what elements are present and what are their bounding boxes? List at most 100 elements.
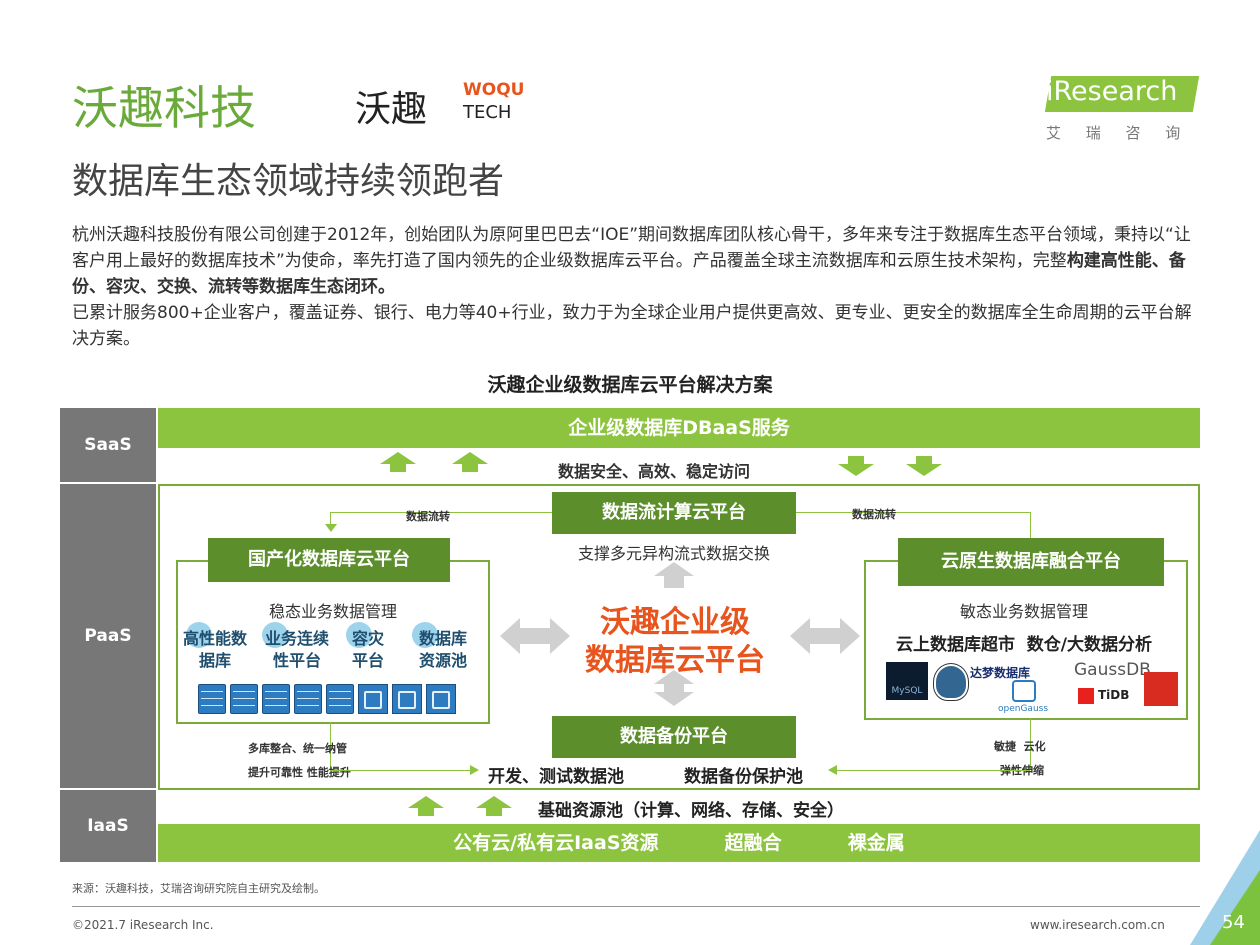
iresearch-logo: iResearch 艾 瑞 咨 询	[1040, 68, 1200, 148]
server-icon	[392, 684, 422, 714]
dbaas-bar: 企业级数据库DBaaS服务	[158, 408, 1200, 448]
copyright: ©2021.7 iResearch Inc.	[72, 918, 214, 932]
stream-platform-box: 数据流计算云平台	[552, 492, 796, 534]
backup-pool: 数据备份保护池	[684, 767, 803, 787]
iaas-up-arrow-1	[408, 796, 444, 816]
feature-dr: 容灾平台	[340, 628, 396, 672]
flow-arrow-left	[325, 524, 337, 532]
page-corner	[1190, 830, 1260, 945]
opengauss-icon	[1012, 680, 1036, 702]
server-icon	[426, 684, 456, 714]
flow-line-left-down	[330, 512, 331, 526]
feature-pool: 数据库资源池	[404, 628, 482, 672]
feature-hp-db-l1: 高性能数	[182, 629, 247, 648]
left-note-2: 提升可靠性 性能提升	[248, 766, 351, 779]
diagram-title: 沃趣企业级数据库云平台解决方案	[487, 374, 773, 396]
center-title: 沃趣企业级 数据库云平台	[560, 604, 790, 680]
gaussdb-logo: GaussDB	[1074, 660, 1151, 680]
database-icon	[198, 684, 226, 714]
feature-hp-db: 高性能数据库	[176, 628, 254, 672]
domestic-platform-box: 国产化数据库云平台	[208, 538, 450, 582]
database-icon	[230, 684, 258, 714]
woqu-logo: 沃趣 WOQU TECH	[355, 80, 555, 130]
mysql-logo: MySQL	[886, 662, 928, 700]
infra-text: 基础资源池（计算、网络、存储、安全）	[538, 801, 844, 821]
access-text: 数据安全、高效、稳定访问	[558, 462, 751, 481]
bubble-1	[186, 622, 212, 648]
intro-p2: 已累计服务800+企业客户，覆盖证券、银行、电力等40+行业，致力于为全球企业用…	[72, 303, 1192, 349]
iaas-up-arrow-2	[476, 796, 512, 816]
stream-desc: 支撑多元异构流式数据交换	[577, 544, 770, 563]
logo-en-tech: TECH	[463, 102, 512, 123]
dameng-logo: 达梦数据库	[970, 666, 1031, 680]
iresearch-name: iResearch	[1046, 76, 1178, 107]
source-note: 来源：沃趣科技，艾瑞咨询研究院自主研究及绘制。	[72, 882, 325, 895]
center-title-l1: 沃趣企业级	[600, 605, 750, 640]
backup-platform-box: 数据备份平台	[552, 716, 796, 758]
feature-continuity: 业务连续性平台	[256, 628, 338, 672]
intro-p1-bold: 构建高性能、备份、容灾、交换、流转等数据库生态闭环。	[72, 251, 1186, 297]
database-icon	[326, 684, 354, 714]
server-icon	[358, 684, 388, 714]
intro-p1: 杭州沃趣科技股份有限公司创建于2012年，创始团队为原阿里巴巴去“IOE”期间数…	[72, 225, 1191, 271]
center-arrows	[500, 562, 860, 706]
left-arrowhead	[470, 765, 479, 775]
grey-arrow-bottom-up	[654, 670, 694, 690]
database-icon	[262, 684, 290, 714]
up-arrow-1	[380, 452, 416, 472]
corner-dark	[1210, 870, 1260, 945]
tidb-logo: TiDB	[1098, 688, 1130, 702]
iresearch-cn: 艾 瑞 咨 询	[1046, 124, 1191, 142]
dev-pool: 开发、测试数据池	[488, 767, 624, 787]
grey-arrow-right-l	[536, 618, 570, 654]
grey-arrow-bottom-down	[654, 690, 694, 706]
up-arrow-2	[452, 452, 488, 472]
db-icon-row	[198, 684, 456, 714]
grey-arrow-up	[654, 562, 694, 588]
flow-line-right-down	[1030, 512, 1031, 538]
flow-label-left: 数据流转	[406, 510, 450, 523]
bubble-2	[262, 622, 288, 648]
database-icon	[294, 684, 322, 714]
feature-pool-l1: 数据库	[418, 629, 467, 648]
domestic-desc: 稳态业务数据管理	[268, 602, 397, 621]
opengauss-logo: openGauss	[998, 704, 1049, 714]
iaas-label: IaaS	[60, 790, 156, 862]
page-subtitle: 数据库生态领域持续领跑者	[72, 161, 505, 202]
paas-label: PaaS	[60, 484, 156, 788]
paas-frame	[158, 484, 1200, 790]
left-hline	[330, 770, 472, 771]
left-note-1: 多库整合、统一纳管	[248, 742, 347, 755]
grey-arrow-left-r	[790, 618, 824, 654]
feature-dr-l1: 容灾	[351, 629, 384, 648]
grey-arrow-right	[824, 618, 860, 654]
right-arrowhead	[828, 765, 837, 775]
feature-continuity-l1: 业务连续	[264, 629, 329, 648]
grey-arrow-left	[500, 618, 536, 654]
intro-text: 杭州沃趣科技股份有限公司创建于2012年，创始团队为原阿里巴巴去“IOE”期间数…	[72, 222, 1200, 352]
logo-chinese: 沃趣	[355, 89, 428, 130]
saas-label: SaaS	[60, 408, 156, 482]
company-title: 沃趣科技	[72, 81, 256, 135]
feature-dr-l2: 平台	[351, 651, 384, 670]
redis-icon	[1144, 672, 1178, 706]
postgresql-icon	[934, 664, 968, 700]
right-note-1: 敏捷 云化	[994, 740, 1046, 753]
right-vline	[1030, 718, 1031, 770]
left-vline	[330, 722, 331, 770]
flow-label-right: 数据流转	[852, 508, 896, 521]
flow-line-left	[330, 512, 552, 513]
page-number: 54	[1222, 912, 1245, 933]
iaas-bar: 公有云/私有云IaaS资源 超融合 裸金属	[158, 824, 1200, 862]
feature-continuity-l2: 性平台	[272, 651, 321, 670]
cloud-features: 云上数据库超市 数仓/大数据分析	[895, 635, 1153, 655]
feature-pool-l2: 资源池	[418, 651, 467, 670]
logo-en-woqu: WOQU	[463, 80, 525, 100]
flow-line-right	[796, 512, 1030, 513]
bubble-3	[346, 622, 372, 648]
cloud-desc: 敏态业务数据管理	[959, 602, 1088, 621]
feature-hp-db-l2: 据库	[198, 651, 231, 670]
bubble-4	[412, 622, 438, 648]
footer-divider	[72, 906, 1200, 907]
down-arrow-1	[838, 456, 874, 476]
